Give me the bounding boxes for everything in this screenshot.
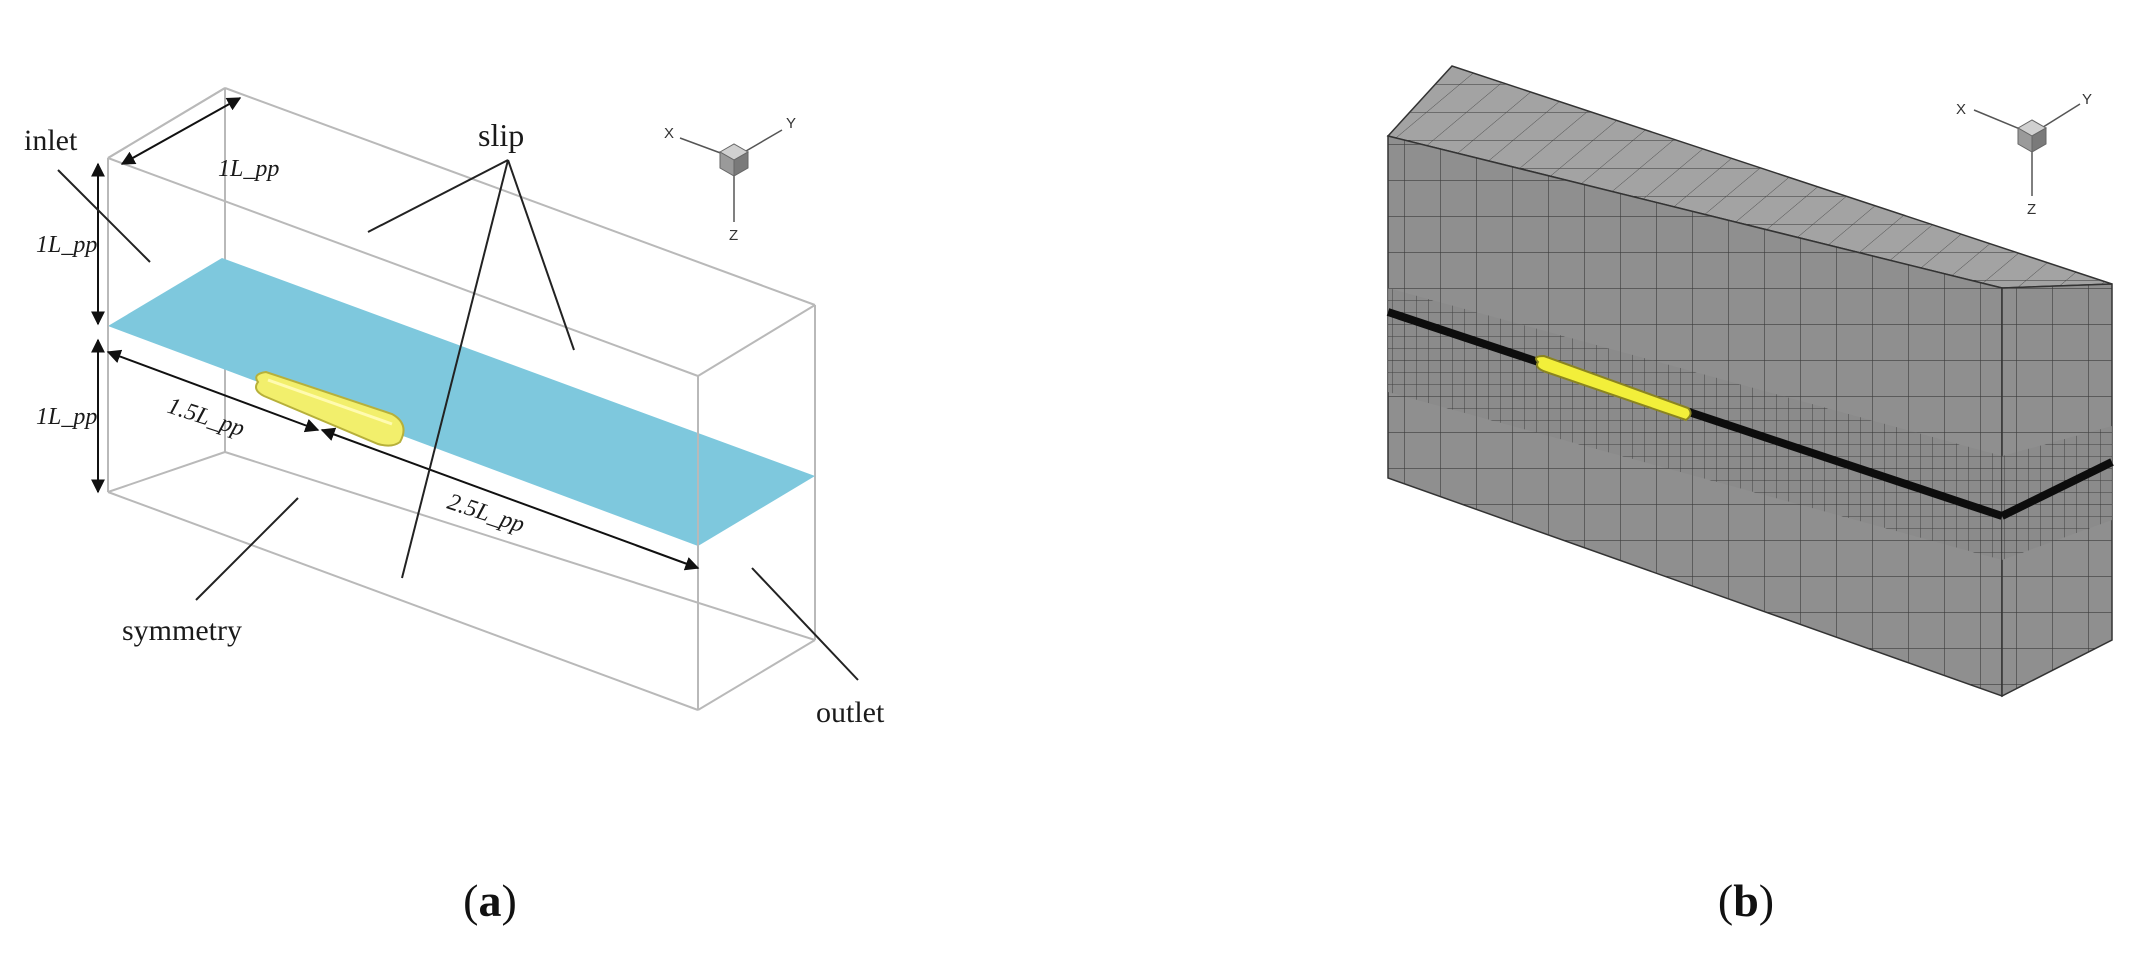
downstream-arrow	[320, 427, 700, 571]
mesh-ship-hull	[1535, 354, 1692, 422]
axis-x-label-b: X	[1956, 101, 1966, 118]
outlet-label: outlet	[816, 696, 885, 729]
panel-a: inlet slip symmetry outlet 1L_pp 1L_pp 1…	[24, 87, 885, 926]
caption-a: (a)	[463, 875, 517, 926]
caption-b: (b)	[1718, 875, 1774, 926]
panel-b: X Y Z (b)	[1386, 65, 2114, 926]
symmetry-label: symmetry	[122, 614, 242, 647]
downstream-label: 2.5L_pp	[444, 489, 528, 538]
axis-x-label-a: X	[664, 125, 674, 142]
mesh-free-surface-line	[1386, 308, 2114, 520]
width-top-arrow	[120, 97, 242, 165]
width-top-label: 1L_pp	[218, 156, 279, 182]
height-lower-label: 1L_pp	[36, 404, 97, 430]
axis-z-label-b: Z	[2027, 201, 2036, 218]
leader-lines	[57, 159, 859, 681]
slip-label: slip	[478, 117, 524, 153]
dimension-arrows	[91, 97, 700, 571]
inlet-label: inlet	[24, 124, 78, 157]
upstream-label: 1.5L_pp	[164, 393, 248, 442]
axis-y-label-b: Y	[2082, 91, 2092, 108]
axis-triad-b: X Y Z	[1956, 91, 2092, 218]
height-upper-label: 1L_pp	[36, 232, 97, 258]
axis-y-label-a: Y	[786, 115, 796, 132]
axis-z-label-a: Z	[729, 227, 738, 244]
axis-triad-a: X Y Z	[664, 115, 796, 244]
upstream-arrow	[106, 349, 320, 433]
